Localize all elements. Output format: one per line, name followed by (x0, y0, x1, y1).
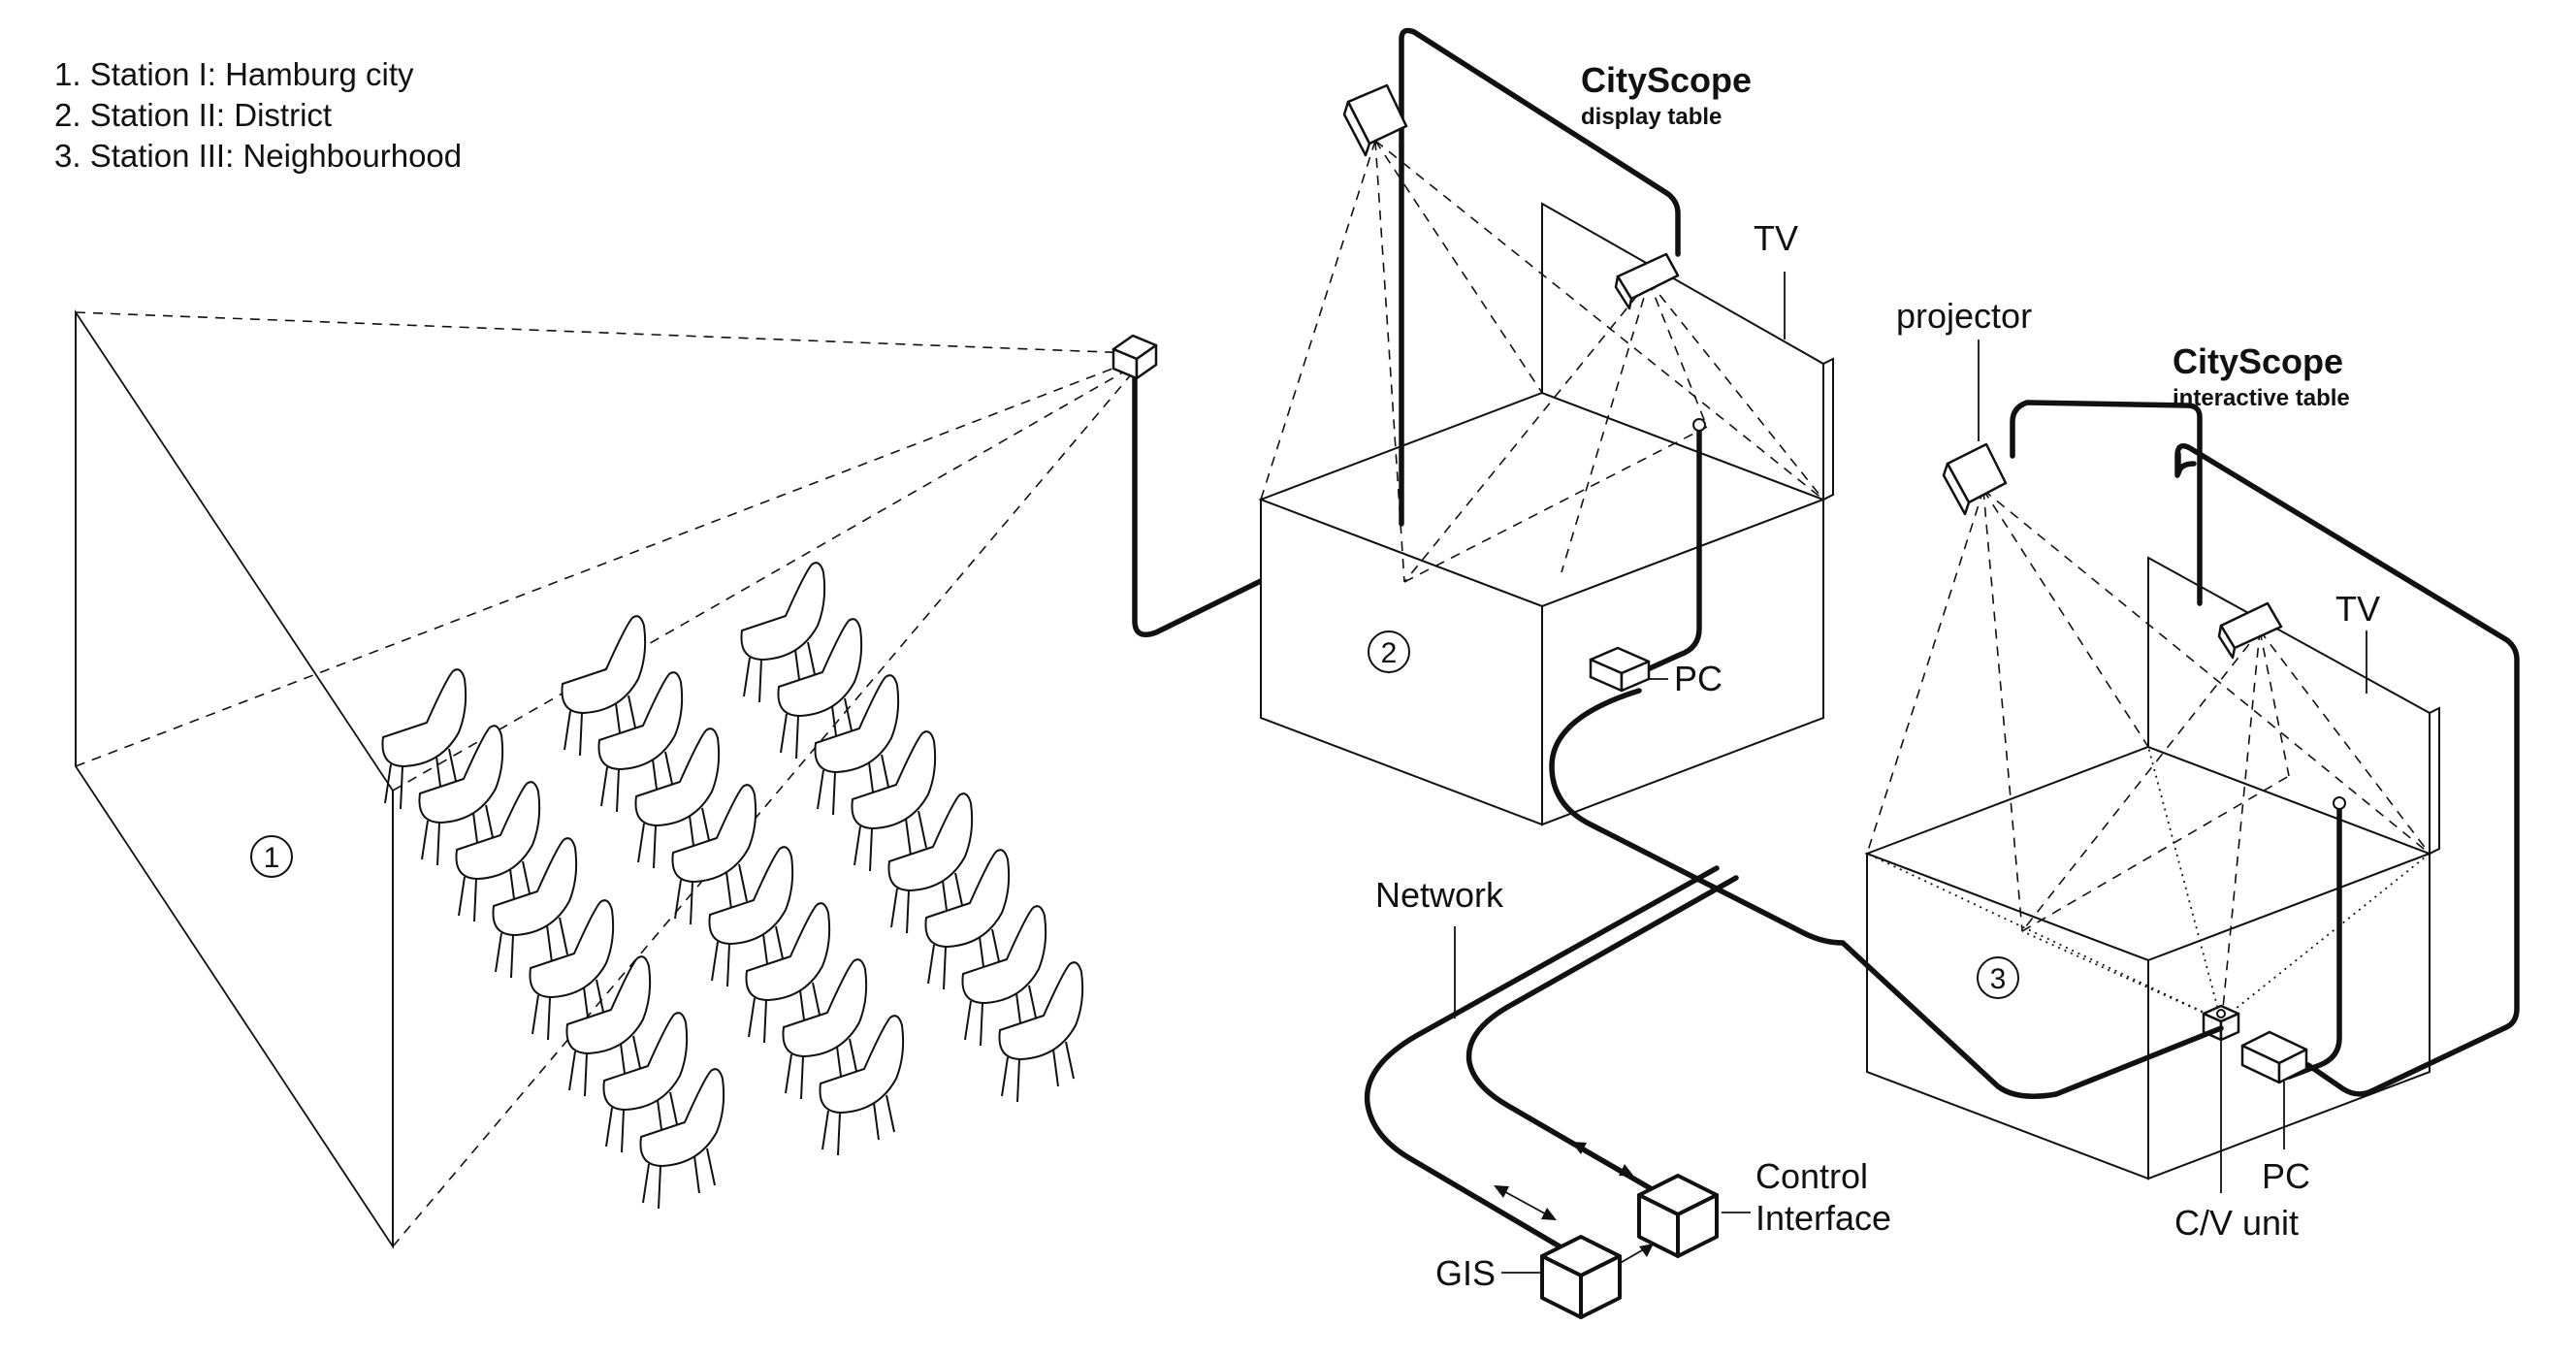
station-3-interactive-table: TV projector PC (1867, 296, 2517, 1243)
interactive-table-title: CityScope (2173, 341, 2343, 381)
network-label: Network (1375, 875, 1504, 915)
station-2-display-table: TV PC 2 CityScope display table (1261, 31, 1833, 824)
control-interface-label-line2: Interface (1755, 1198, 1891, 1238)
control-interface-cube-icon (1639, 1176, 1717, 1256)
control-interface-label-line1: Control (1755, 1156, 1868, 1196)
gis-cube-icon (1542, 1237, 1620, 1317)
legend: 1. Station I: Hamburg city 2. Station II… (54, 56, 462, 174)
station-1-screen: 1 (76, 312, 1133, 1246)
legend-item-3: 3. Station III: Neighbourhood (54, 138, 462, 174)
projection-ray (393, 367, 1133, 791)
cv-unit-label: C/V unit (2174, 1203, 2299, 1243)
station-3-number: 3 (1990, 963, 2007, 995)
projector-label: projector (1896, 296, 2032, 336)
screen-back-panel (76, 312, 393, 1246)
pc-label: PC (1674, 659, 1723, 698)
legend-item-1: 1. Station I: Hamburg city (54, 56, 414, 92)
tv-label: TV (2335, 589, 2380, 629)
projection-ray (76, 312, 1133, 353)
interactive-table-subtitle: interactive table (2173, 385, 2350, 411)
gis-label: GIS (1435, 1253, 1496, 1293)
data-exchange-arrow (1571, 1142, 1634, 1177)
display-table-title: CityScope (1581, 60, 1752, 100)
sensor-head (1693, 419, 1705, 431)
tv-label: TV (1754, 218, 1798, 258)
legend-item-2: 2. Station II: District (54, 97, 332, 133)
station-2-number: 2 (1381, 637, 1398, 669)
display-table-subtitle: display table (1581, 104, 1722, 130)
audience-chairs (382, 563, 1082, 1209)
network-cable-control (1469, 878, 1736, 1193)
sensor-head (2334, 797, 2345, 809)
station-1-number: 1 (264, 842, 280, 874)
pc-label: PC (2262, 1156, 2310, 1196)
